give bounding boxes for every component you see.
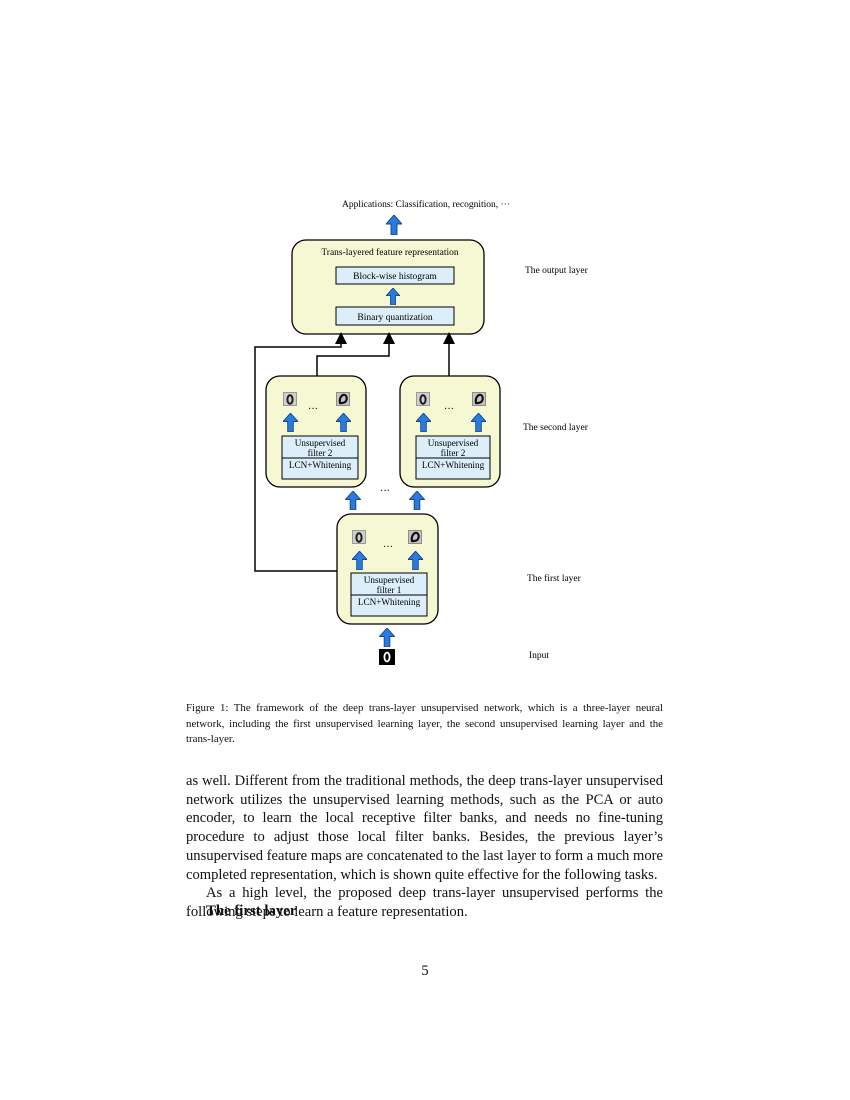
input-digit-image: [379, 649, 395, 665]
output-layer-box: Trans-layered feature representation Blo…: [291, 239, 485, 335]
filter2-label-line2: filter 2: [441, 448, 466, 458]
ellipsis: ···: [383, 542, 393, 553]
second-layer-label: The second layer: [523, 423, 589, 433]
feature-map-thumbnail-icon: [283, 392, 297, 406]
feature-map-thumbnail-icon: [416, 392, 430, 406]
first-layer-label: The first layer: [527, 573, 582, 584]
lcn-whitening-label: LCN+Whitening: [358, 597, 421, 607]
lcn-whitening-label: LCN+Whitening: [422, 460, 485, 470]
output-box-title: Trans-layered feature representation: [321, 247, 459, 258]
body-text: as well. Different from the traditional …: [186, 772, 663, 922]
filter2-label-line1: Unsupervised: [428, 438, 479, 448]
filter1-label-line1: Unsupervised: [364, 575, 415, 585]
filter2-label-line2: filter 2: [308, 448, 333, 458]
feature-map-thumbnail-icon: [408, 530, 422, 544]
feature-map-thumbnail-icon: [472, 392, 486, 406]
feature-map-thumbnail-icon: [352, 530, 366, 544]
output-layer-label: The output layer: [525, 266, 589, 276]
second-layer-box-right: ··· Unsupervised filter 2 LCN+Whitening: [399, 375, 501, 488]
up-arrow-icon: [409, 491, 425, 510]
up-arrow-icon: [386, 215, 402, 235]
up-arrow-icon: [345, 491, 361, 510]
ellipsis: ···: [380, 486, 390, 497]
input-label: Input: [529, 651, 549, 661]
page-number: 5: [421, 963, 429, 979]
filter2-label-line1: Unsupervised: [295, 438, 346, 448]
first-layer-box: ··· Unsupervised filter 1 LCN+Whitening: [336, 513, 439, 625]
paragraph: As a high level, the proposed deep trans…: [186, 885, 663, 920]
section-heading: The first layer: [206, 903, 297, 919]
binary-quantization-label: Binary quantization: [357, 313, 432, 323]
ellipsis: ···: [444, 404, 454, 415]
block-histogram-label: Block-wise histogram: [353, 272, 437, 282]
filter1-label-line2: filter 1: [377, 585, 402, 595]
up-arrow-icon: [379, 628, 395, 647]
lcn-whitening-label: LCN+Whitening: [289, 460, 352, 470]
framework-figure: Applications: Classification, recognitio…: [254, 199, 589, 665]
figure-caption: Figure 1: The framework of the deep tran…: [186, 702, 663, 745]
connector-lines: [254, 332, 455, 572]
paragraph: as well. Different from the traditional …: [186, 773, 663, 883]
second-layer-box-left: ··· Unsupervised filter 2 LCN+Whitening: [265, 375, 367, 488]
ellipsis: ···: [308, 404, 318, 415]
applications-label: Applications: Classification, recognitio…: [342, 199, 510, 210]
feature-map-thumbnail-icon: [336, 392, 350, 406]
